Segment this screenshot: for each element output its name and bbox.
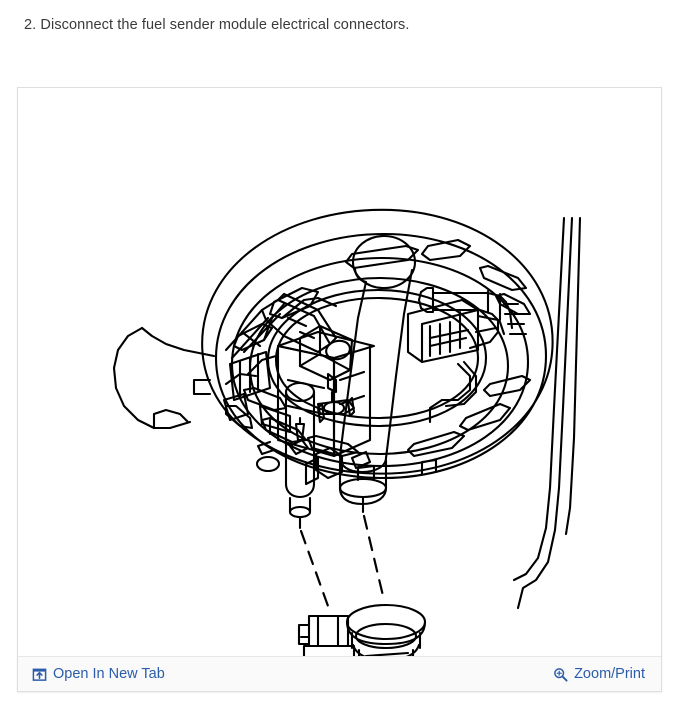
zoom-print-label: Zoom/Print — [574, 665, 645, 682]
open-in-new-tab-button[interactable]: Open In New Tab — [32, 667, 165, 682]
open-in-new-tab-icon — [32, 667, 47, 682]
figure-illustration[interactable] — [18, 88, 661, 657]
figure-card: Open In New Tab Zoom/Print — [17, 87, 662, 692]
magnifier-plus-icon — [553, 667, 568, 682]
figure-toolbar: Open In New Tab Zoom/Print — [18, 656, 661, 691]
zoom-print-button[interactable]: Zoom/Print — [553, 667, 645, 682]
fuel-sender-module-line-drawing — [112, 208, 582, 657]
step-instruction-text: 2. Disconnect the fuel sender module ele… — [24, 17, 410, 33]
open-in-new-tab-label: Open In New Tab — [53, 665, 165, 682]
